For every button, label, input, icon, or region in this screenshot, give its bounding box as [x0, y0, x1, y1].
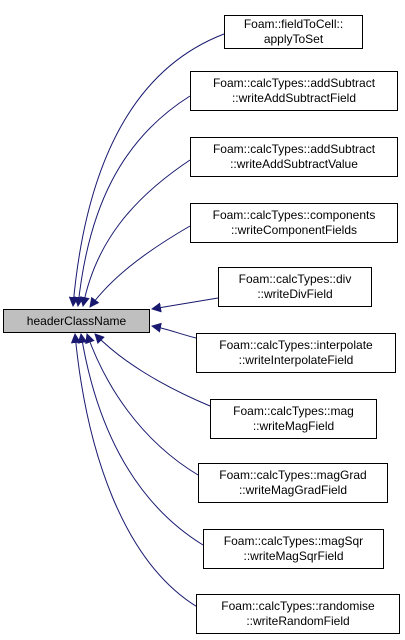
caller-node-line1: Foam::calcTypes::magSqr [223, 534, 364, 548]
caller-node-line2: applyToSet [263, 32, 324, 46]
caller-node-line2: ::writeInterpolateField [238, 353, 354, 367]
caller-node-line2: ::writeAddSubtractValue [230, 157, 358, 171]
caller-node-addsubtract-writeaddsubtractfield[interactable]: Foam::calcTypes::addSubtract ::writeAddS… [190, 71, 398, 111]
edge-writeComponentFields [89, 225, 191, 308]
edge-writeDivField [151, 297, 219, 313]
caller-node-line2: ::writeMagGradField [238, 483, 348, 497]
caller-node-line2: ::writeRandomField [246, 614, 350, 628]
caller-node-line2: ::writeDivField [257, 287, 333, 301]
root-node-label: headerClassName [26, 313, 127, 328]
edge-writeMagSqrField [77, 333, 204, 546]
caller-node-magsqr-writemagsqrfield[interactable]: Foam::calcTypes::magSqr ::writeMagSqrFie… [203, 529, 384, 569]
caller-node-components-writecomponentfields[interactable]: Foam::calcTypes::components ::writeCompo… [190, 203, 398, 243]
caller-node-mag-writemagfield[interactable]: Foam::calcTypes::mag ::writeMagField [210, 399, 377, 439]
caller-node-addsubtract-writeaddsubtractvalue[interactable]: Foam::calcTypes::addSubtract ::writeAddS… [190, 137, 398, 177]
caller-node-div-writedivfield[interactable]: Foam::calcTypes::div ::writeDivField [218, 267, 372, 307]
caller-node-interpolate-writeinterpolatefield[interactable]: Foam::calcTypes::interpolate ::writeInte… [196, 333, 396, 373]
caller-node-line1: Foam::calcTypes::mag [233, 404, 354, 418]
caller-node-randomise-writerandomfield[interactable]: Foam::calcTypes::randomise ::writeRandom… [196, 594, 400, 634]
caller-node-line1: Foam::calcTypes::magGrad [219, 468, 367, 482]
edge-writeRandomField [70, 333, 211, 615]
edge-writeMagField [94, 333, 211, 407]
caller-node-line1: Foam::fieldToCell:: [243, 17, 344, 31]
caller-node-line1: Foam::calcTypes::addSubtract [212, 142, 376, 156]
caller-node-line2: ::writeMagSqrField [243, 549, 344, 563]
caller-node-line2: ::writeMagField [252, 419, 335, 433]
caller-node-line2: ::writeComponentFields [230, 223, 358, 237]
edge-writeAddSubtractValue [79, 159, 191, 307]
edge-fieldToCell-applyToSet [68, 33, 225, 307]
caller-node-maggrad-writemaggradfield[interactable]: Foam::calcTypes::magGrad ::writeMagGradF… [198, 463, 388, 503]
caller-node-line1: Foam::calcTypes::components [212, 208, 376, 222]
caller-node-line2: ::writeAddSubtractField [231, 91, 357, 105]
caller-node-line1: Foam::calcTypes::interpolate [219, 338, 373, 352]
caller-node-line1: Foam::calcTypes::div [238, 272, 352, 286]
edge-writeMagGradField [85, 333, 199, 476]
root-node: headerClassName [3, 309, 150, 333]
caller-node-line1: Foam::calcTypes::addSubtract [212, 76, 376, 90]
caller-node-fieldtocell-applytoset[interactable]: Foam::fieldToCell:: applyToSet [224, 15, 363, 49]
caller-node-line1: Foam::calcTypes::randomise [221, 599, 375, 613]
edge-writeAddSubtractField [73, 95, 191, 307]
edge-writeInterpolateField [151, 322, 197, 339]
